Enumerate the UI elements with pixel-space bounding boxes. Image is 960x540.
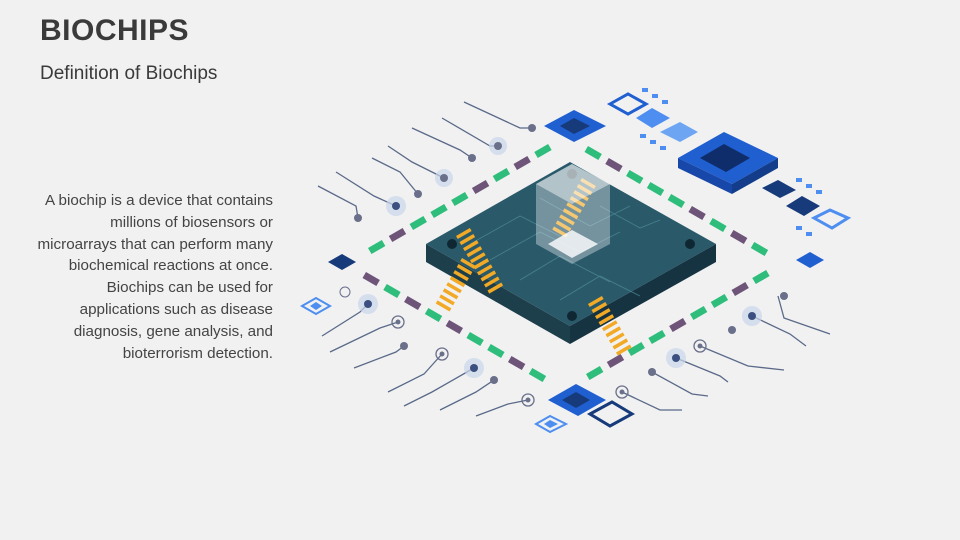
accent-squares bbox=[299, 88, 852, 434]
description-text: A biochip is a device that contains mill… bbox=[37, 192, 273, 362]
circuit-nodes bbox=[339, 124, 788, 407]
slide-title: BIOCHIPS bbox=[40, 14, 190, 47]
circuit-lines bbox=[317, 101, 831, 417]
slide-subtitle: Definition of Biochips bbox=[40, 63, 218, 84]
main-chip bbox=[426, 162, 716, 356]
contact-pads bbox=[362, 144, 770, 383]
biochip-illustration bbox=[299, 80, 860, 440]
biochip-icon bbox=[299, 88, 852, 434]
